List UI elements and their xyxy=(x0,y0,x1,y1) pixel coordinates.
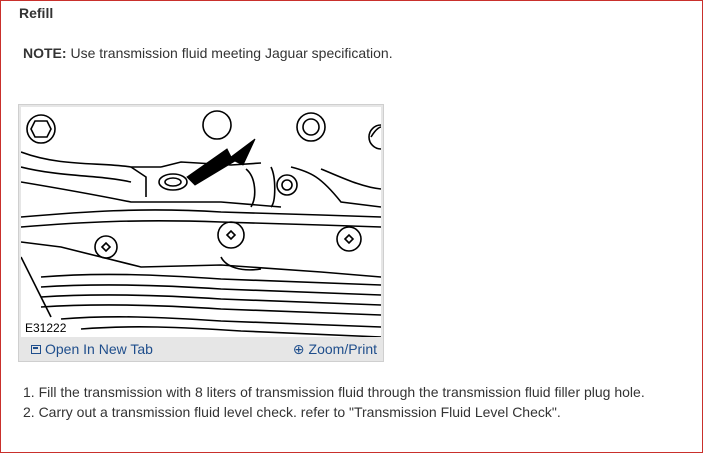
note-text: Use transmission fluid meeting Jaguar sp… xyxy=(66,45,393,61)
figure-box: E31222 Open In New Tab ⊕ Zoom/Print xyxy=(18,104,384,362)
zoom-print-link[interactable]: ⊕ Zoom/Print xyxy=(293,341,377,357)
note: NOTE: Use transmission fluid meeting Jag… xyxy=(23,45,393,61)
note-label: NOTE: xyxy=(23,45,67,61)
section-title: Refill xyxy=(19,5,54,21)
steps-list: 1. Fill the transmission with 8 liters o… xyxy=(23,382,645,422)
open-in-new-tab-link[interactable]: Open In New Tab xyxy=(31,341,153,357)
diagram-illustration xyxy=(21,110,381,337)
transmission-diagram[interactable]: E31222 xyxy=(21,107,381,337)
step-1: 1. Fill the transmission with 8 liters o… xyxy=(23,384,645,400)
figure-links: Open In New Tab ⊕ Zoom/Print xyxy=(19,339,383,361)
zoom-print-label: Zoom/Print xyxy=(308,341,377,357)
open-in-new-tab-label: Open In New Tab xyxy=(45,341,153,357)
zoom-icon: ⊕ xyxy=(292,341,305,357)
figure-id-label: E31222 xyxy=(23,321,69,335)
open-in-new-tab-icon xyxy=(31,344,41,354)
step-2: 2. Carry out a transmission fluid level … xyxy=(23,404,561,420)
